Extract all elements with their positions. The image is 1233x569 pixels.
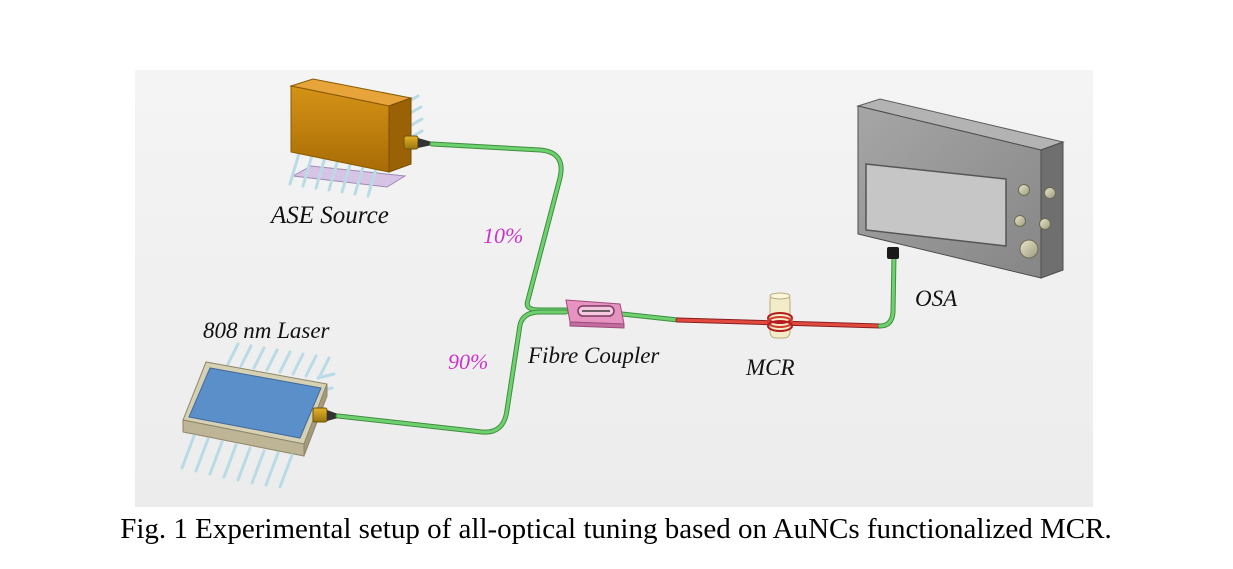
split-10-label: 10% — [483, 223, 523, 248]
osa-knobs — [1014, 184, 1056, 259]
osa-label: OSA — [915, 286, 958, 311]
split-90-label: 90% — [448, 349, 488, 374]
figure-caption: Fig. 1 Experimental setup of all-optical… — [120, 513, 1111, 545]
osa-device — [856, 98, 1065, 279]
fibre-coupler-device — [565, 299, 625, 329]
laser-device — [180, 342, 338, 489]
ase-source-label: ASE Source — [269, 202, 389, 229]
optical-fibers — [335, 141, 897, 435]
laser-label: 808 nm Laser — [203, 318, 331, 343]
mcr-device — [767, 292, 793, 339]
ase-source-device — [288, 78, 432, 198]
fibre-coupler-label: Fibre Coupler — [527, 343, 660, 368]
mcr-label: MCR — [745, 355, 795, 380]
